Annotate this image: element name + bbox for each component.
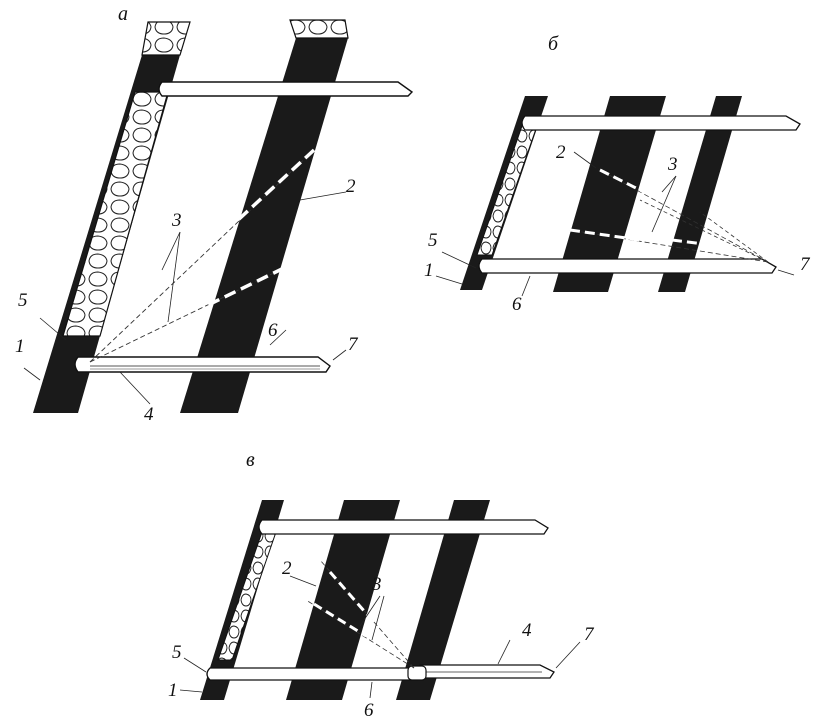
panel-b-title: б [548,33,559,55]
borehole-upper [89,149,315,363]
leader-6 [521,275,531,297]
coal-seam-2 [180,38,348,413]
label-7: 7 [584,624,595,645]
panel-a-title: a [118,3,128,25]
label-7: 7 [800,254,811,275]
upper-drift [521,115,801,131]
leader-5 [39,317,67,341]
charge-lower [205,266,285,308]
borehole-2 [569,229,769,263]
coal-seam-2 [553,96,666,292]
label-1: 1 [15,336,25,357]
coal-seam-3 [658,96,742,292]
label-5: 5 [428,230,438,251]
leader-7 [777,269,795,276]
leader-4 [497,639,511,665]
upper-drift [158,81,414,97]
label-4: 4 [522,620,532,641]
leader-5 [183,657,207,673]
borehole-3 [639,199,769,263]
lower-drift [478,258,777,274]
label-6: 6 [512,294,522,315]
leader-4 [119,371,151,405]
label-3: 3 [171,210,182,231]
upper-drift [258,519,549,535]
leader-3b [167,231,181,323]
caved-rock-top [141,21,191,56]
leader-2 [573,151,597,169]
caved-rock-zone [476,125,538,256]
label-2: 2 [556,142,566,163]
label-4: 4 [144,404,154,425]
leader-3a [359,595,381,627]
leader-5 [441,251,477,269]
caved-rock-zone [62,91,169,337]
charge-lower [313,602,367,638]
drift-extension [419,664,555,679]
coal-seam-3 [396,500,490,700]
label-2: 2 [282,558,292,579]
panel-a: a 2 3 5 1 4 6 7 [15,3,414,425]
label-5: 5 [18,290,28,311]
charge-upper [328,571,374,621]
charge-lower-2 [671,238,721,248]
label-1: 1 [168,680,178,701]
leader-6 [369,681,373,699]
label-6: 6 [364,700,374,721]
label-6: 6 [268,320,278,341]
leader-2 [299,191,347,201]
charge-lower [569,228,641,242]
label-2: 2 [346,176,356,197]
lower-drift [74,356,331,373]
leader-1 [179,689,203,693]
leader-6 [269,329,287,346]
label-5: 5 [172,642,182,663]
label-7: 7 [348,334,359,355]
borehole-2 [305,599,415,669]
leader-1 [435,275,463,285]
leader-7 [555,641,581,669]
borehole-4 [699,211,769,263]
caved-rock-top-2 [289,19,349,39]
panel-c: в 2 3 5 1 6 4 7 [168,449,595,721]
leader-1 [23,367,41,381]
lower-drift [206,667,423,681]
leader-2 [289,575,317,587]
label-3: 3 [667,154,678,175]
coal-seam-2 [286,500,400,700]
drill-chamber [407,665,427,681]
charge-upper [599,168,653,198]
label-3: 3 [371,574,382,595]
panel-c-title: в [246,449,255,471]
leader-7 [332,349,347,361]
leader-3b [651,175,677,233]
leader-3a [661,175,677,193]
borehole-lower [89,267,285,363]
leader-3b [371,595,385,641]
panel-b: б 2 3 5 1 6 7 [424,33,811,315]
leader-3a [161,231,181,271]
label-1: 1 [424,260,434,281]
